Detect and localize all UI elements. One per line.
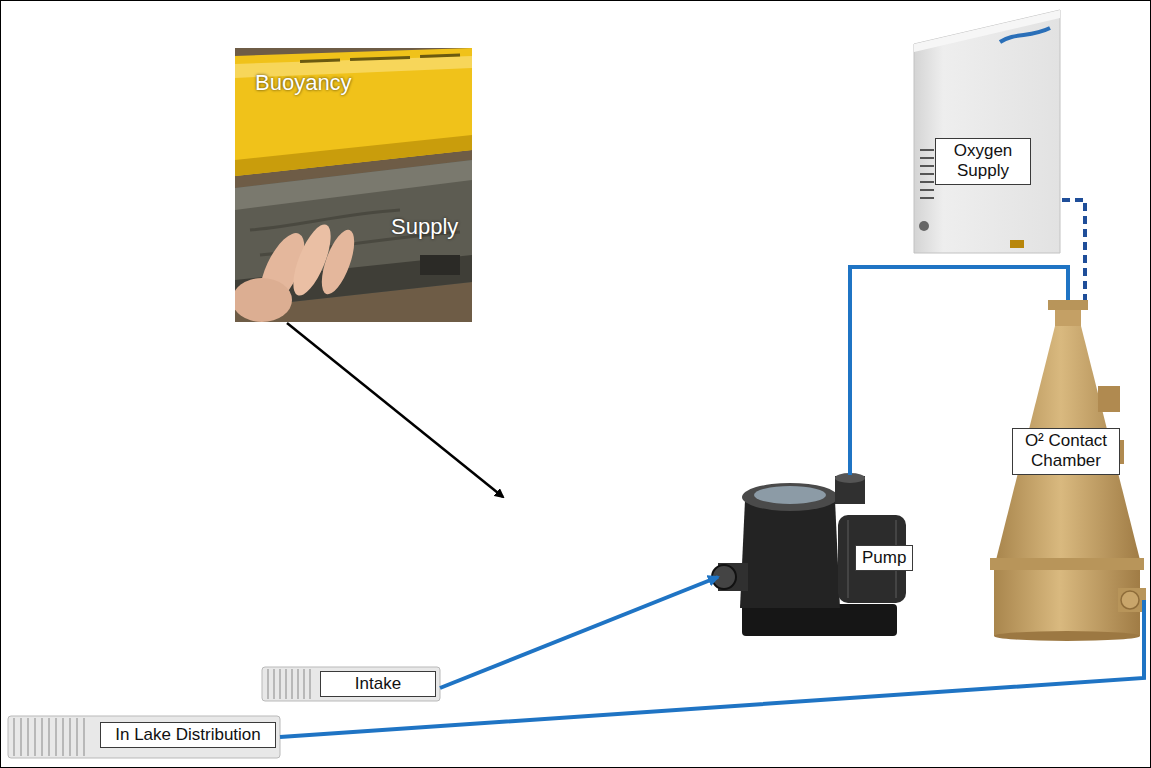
oxygen-generator xyxy=(914,10,1060,253)
equipment-label: O² Contact Chamber xyxy=(1012,428,1120,475)
water-pipe-connector xyxy=(440,577,718,688)
contact-chamber-unit: O² Contact Chamber xyxy=(985,300,1146,640)
oxygen-line xyxy=(1062,200,1085,300)
intake-pipe: Intake xyxy=(262,666,440,702)
photo-panel: BuoyancySupply xyxy=(235,48,472,322)
pipe-label: In Lake Distribution xyxy=(100,722,276,748)
distribution-pipe: In Lake Distribution xyxy=(8,715,280,758)
photo-label: Buoyancy xyxy=(255,70,352,96)
contact-chamber-illustration xyxy=(990,300,1146,641)
pipe-label: Intake xyxy=(320,671,436,697)
photo-label: Supply xyxy=(391,214,458,240)
pipe-photo xyxy=(235,48,472,322)
intake-pipe-icon xyxy=(262,667,440,701)
equipment-label: Oxygen Supply xyxy=(935,138,1031,185)
pump-unit: Pump xyxy=(718,475,915,640)
water-pipe-connector xyxy=(280,600,1144,737)
leader-arrow xyxy=(287,323,503,497)
oxygen-supply-unit: Oxygen Supply xyxy=(912,5,1062,255)
distribution-pipe-icon xyxy=(8,716,280,758)
equipment-label: Pump xyxy=(855,545,913,571)
